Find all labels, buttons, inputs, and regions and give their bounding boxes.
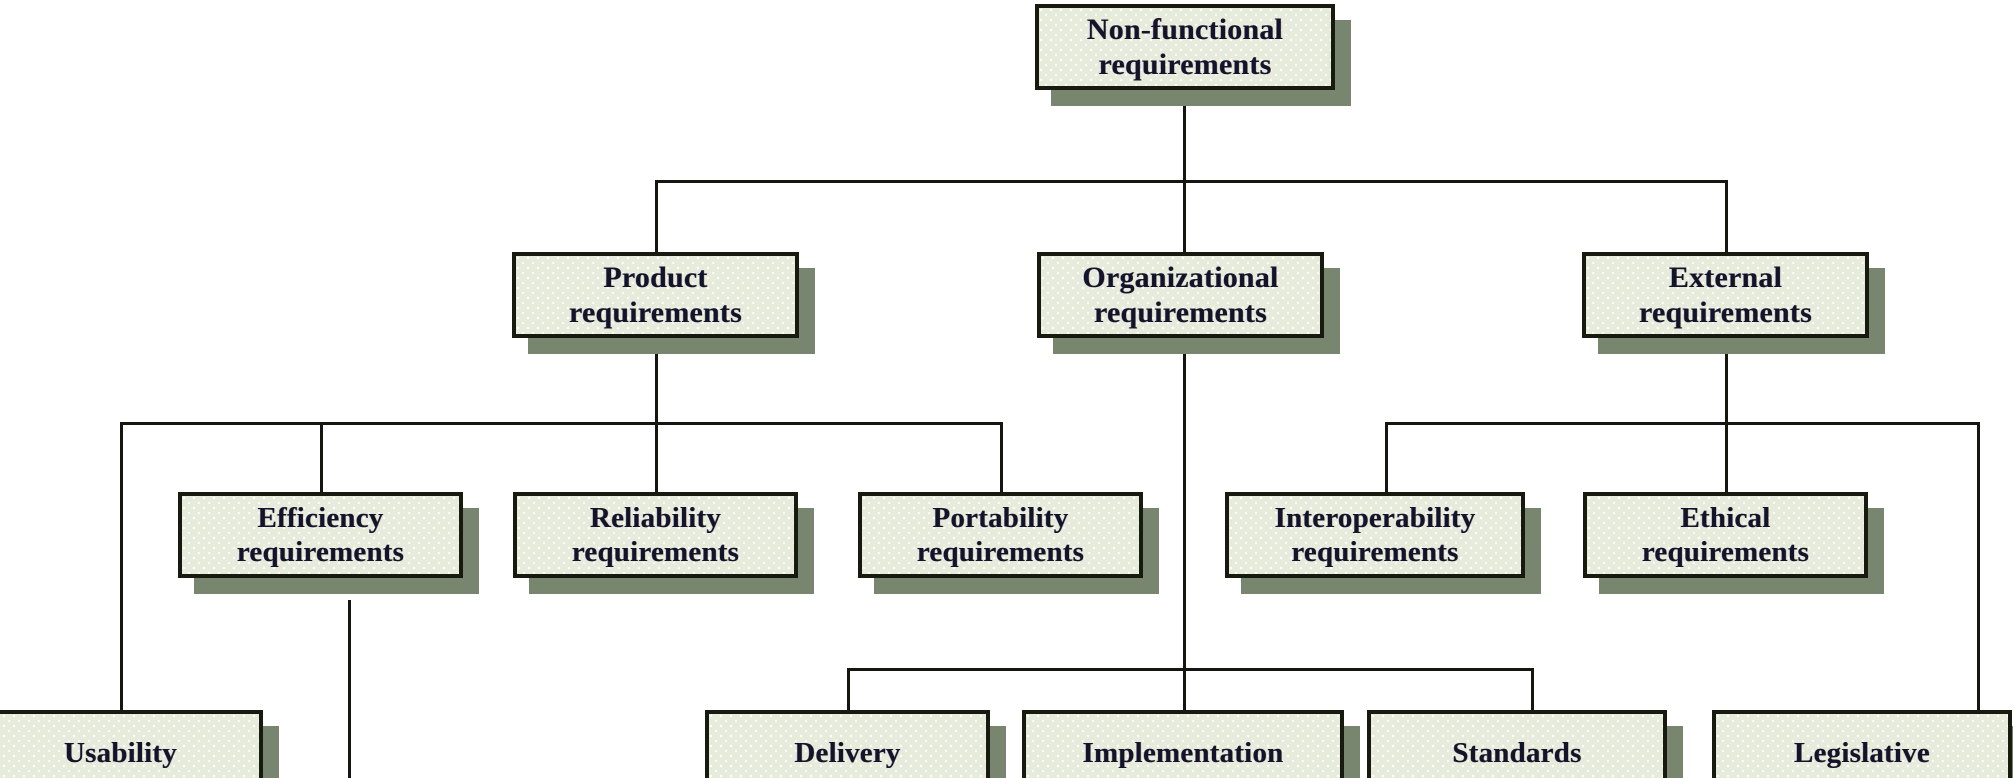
node-label: Organizational requirements	[1082, 260, 1279, 329]
edge-product-trunk	[655, 340, 658, 424]
node-product-requirements[interactable]: Product requirements	[512, 252, 815, 354]
node-label: Interoperability requirements	[1274, 501, 1476, 568]
edge-root-bus	[655, 180, 1728, 183]
node-box: Interoperability requirements	[1225, 492, 1525, 578]
node-label: Reliability requirements	[571, 501, 740, 568]
node-box: External requirements	[1582, 252, 1869, 338]
node-box: Legislative	[1712, 710, 2012, 778]
node-standards[interactable]: Standards	[1367, 710, 1683, 778]
edge-external-to-legislative	[1977, 422, 1980, 712]
node-box: Portability requirements	[858, 492, 1143, 578]
node-box: Organizational requirements	[1037, 252, 1324, 338]
edge-root-to-product	[655, 180, 658, 254]
node-label: Delivery	[794, 736, 901, 769]
node-portability-requirements[interactable]: Portability requirements	[858, 492, 1159, 594]
node-efficiency-requirements[interactable]: Efficiency requirements	[178, 492, 479, 594]
node-box: Reliability requirements	[513, 492, 798, 578]
node-label: Ethical requirements	[1641, 501, 1810, 568]
edge-root-to-organizational	[1183, 180, 1186, 254]
node-box: Product requirements	[512, 252, 799, 338]
node-usability[interactable]: Usability	[0, 710, 279, 778]
node-box: Delivery	[705, 710, 990, 778]
edge-external-bus	[1385, 422, 1980, 425]
edge-organizational-to-standards	[1531, 668, 1534, 712]
node-box: Usability	[0, 710, 263, 778]
edge-organizational-to-delivery	[847, 668, 850, 712]
node-label: Implementation	[1082, 736, 1284, 769]
node-label: Legislative	[1794, 736, 1930, 769]
node-interoperability-requirements[interactable]: Interoperability requirements	[1225, 492, 1541, 594]
node-label: Efficiency requirements	[236, 501, 405, 568]
edge-root-trunk	[1183, 88, 1186, 182]
node-ethical-requirements[interactable]: Ethical requirements	[1583, 492, 1884, 594]
edge-external-to-interoperability	[1385, 422, 1388, 494]
edge-external-trunk	[1725, 340, 1728, 424]
node-box: Efficiency requirements	[178, 492, 463, 578]
edge-product-to-usability	[120, 422, 123, 712]
edge-product-bus	[120, 422, 1003, 425]
edge-product-to-efficiency	[320, 422, 323, 494]
edge-root-to-external	[1725, 180, 1728, 254]
edge-product-to-reliability	[655, 422, 658, 494]
node-label: Portability requirements	[916, 501, 1085, 568]
node-label: Usability	[64, 736, 177, 769]
node-reliability-requirements[interactable]: Reliability requirements	[513, 492, 814, 594]
edge-external-to-ethical	[1725, 422, 1728, 494]
node-delivery[interactable]: Delivery	[705, 710, 1006, 778]
node-box: Standards	[1367, 710, 1667, 778]
edge-product-to-portability	[1000, 422, 1003, 494]
node-label: Product requirements	[569, 260, 742, 329]
edge-organizational-bus	[847, 668, 1534, 671]
node-box: Ethical requirements	[1583, 492, 1868, 578]
node-external-requirements[interactable]: External requirements	[1582, 252, 1885, 354]
node-label: External requirements	[1639, 260, 1812, 329]
edge-efficiency-tail	[348, 600, 351, 778]
node-box: Implementation	[1022, 710, 1344, 778]
edge-organizational-trunk	[1183, 340, 1186, 712]
node-box: Non-functional requirements	[1035, 4, 1335, 90]
node-legislative[interactable]: Legislative	[1712, 710, 2013, 778]
node-non-functional-requirements[interactable]: Non-functional requirements	[1035, 4, 1351, 106]
node-organizational-requirements[interactable]: Organizational requirements	[1037, 252, 1340, 354]
node-label: Standards	[1452, 736, 1582, 769]
node-implementation[interactable]: Implementation	[1022, 710, 1360, 778]
node-label: Non-functional requirements	[1086, 12, 1284, 81]
